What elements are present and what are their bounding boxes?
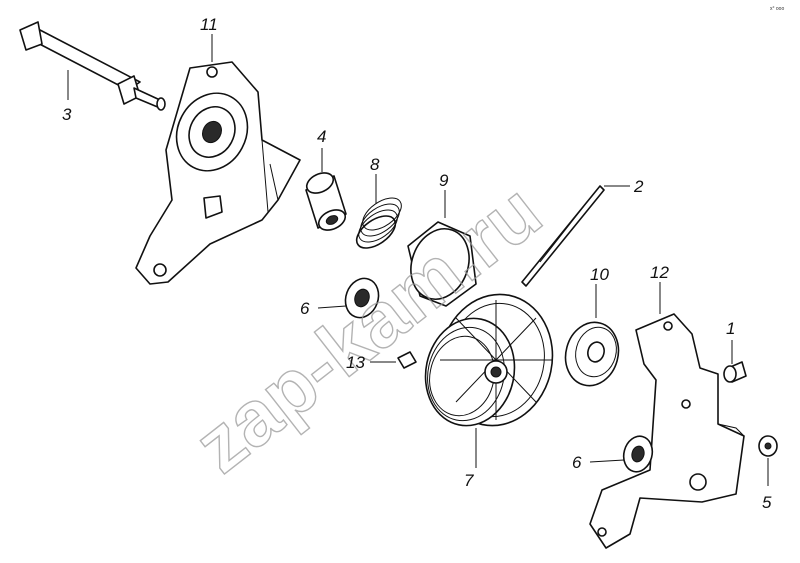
callout-13: 13	[346, 353, 365, 372]
part-5-washer	[758, 435, 778, 457]
part-3-shaft	[19, 21, 166, 111]
part-13-key	[397, 351, 417, 369]
part-7-spring	[355, 197, 402, 249]
part-6-washer-upper	[344, 277, 380, 319]
part-6-washer-lower	[622, 435, 654, 473]
callout-3: 3	[62, 105, 72, 124]
callout-10: 7	[464, 471, 474, 490]
leader-lines	[67, 34, 769, 486]
callout-5: 5	[762, 493, 772, 512]
callout-9: 10	[590, 265, 609, 284]
callout-7: 8	[370, 155, 380, 174]
part-8-pinion	[407, 221, 477, 307]
part-4-bushing	[305, 172, 347, 231]
callout-8: 9	[439, 171, 449, 190]
part-2-pin	[521, 185, 605, 287]
callout-4: 4	[317, 127, 326, 146]
part-1-bolt	[723, 361, 747, 383]
part-10-gear	[424, 293, 554, 427]
callout-6-lower: 6	[572, 453, 582, 472]
part-9-small-gear	[564, 321, 620, 387]
corner-mark: x° ooo	[770, 6, 784, 12]
callout-2: 2	[633, 177, 644, 196]
callout-1: 1	[726, 319, 735, 338]
callout-11: 12	[650, 263, 669, 282]
callout-6-upper: 6	[300, 299, 310, 318]
part-12-plate	[135, 61, 301, 285]
callout-12: 11	[200, 15, 218, 34]
